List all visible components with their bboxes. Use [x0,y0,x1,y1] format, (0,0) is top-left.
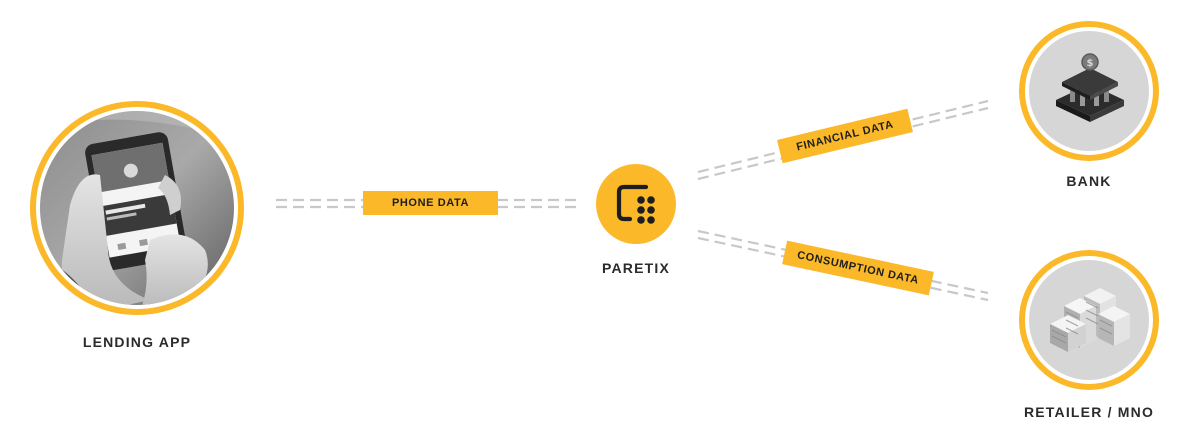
connector-financial [697,99,989,181]
bank-building-icon: $ [1056,53,1124,122]
paretix-disc [596,164,676,244]
connector-consumption [697,229,989,302]
paretix-logo-icon [616,184,655,224]
bank-node: $ [1019,21,1159,161]
buildings-icon [1050,288,1130,352]
paretix-node [596,164,676,244]
lending-app-label: LENDING APP [82,334,192,350]
lending-app-node [30,101,244,315]
retailer-label: RETAILER / MNO [1023,404,1155,420]
bank-label: BANK [1066,173,1112,189]
paretix-label: PARETIX [601,260,671,276]
svg-text:$: $ [1087,58,1094,69]
phone-data-tag: PHONE DATA [363,191,498,215]
retailer-node [1019,250,1159,390]
